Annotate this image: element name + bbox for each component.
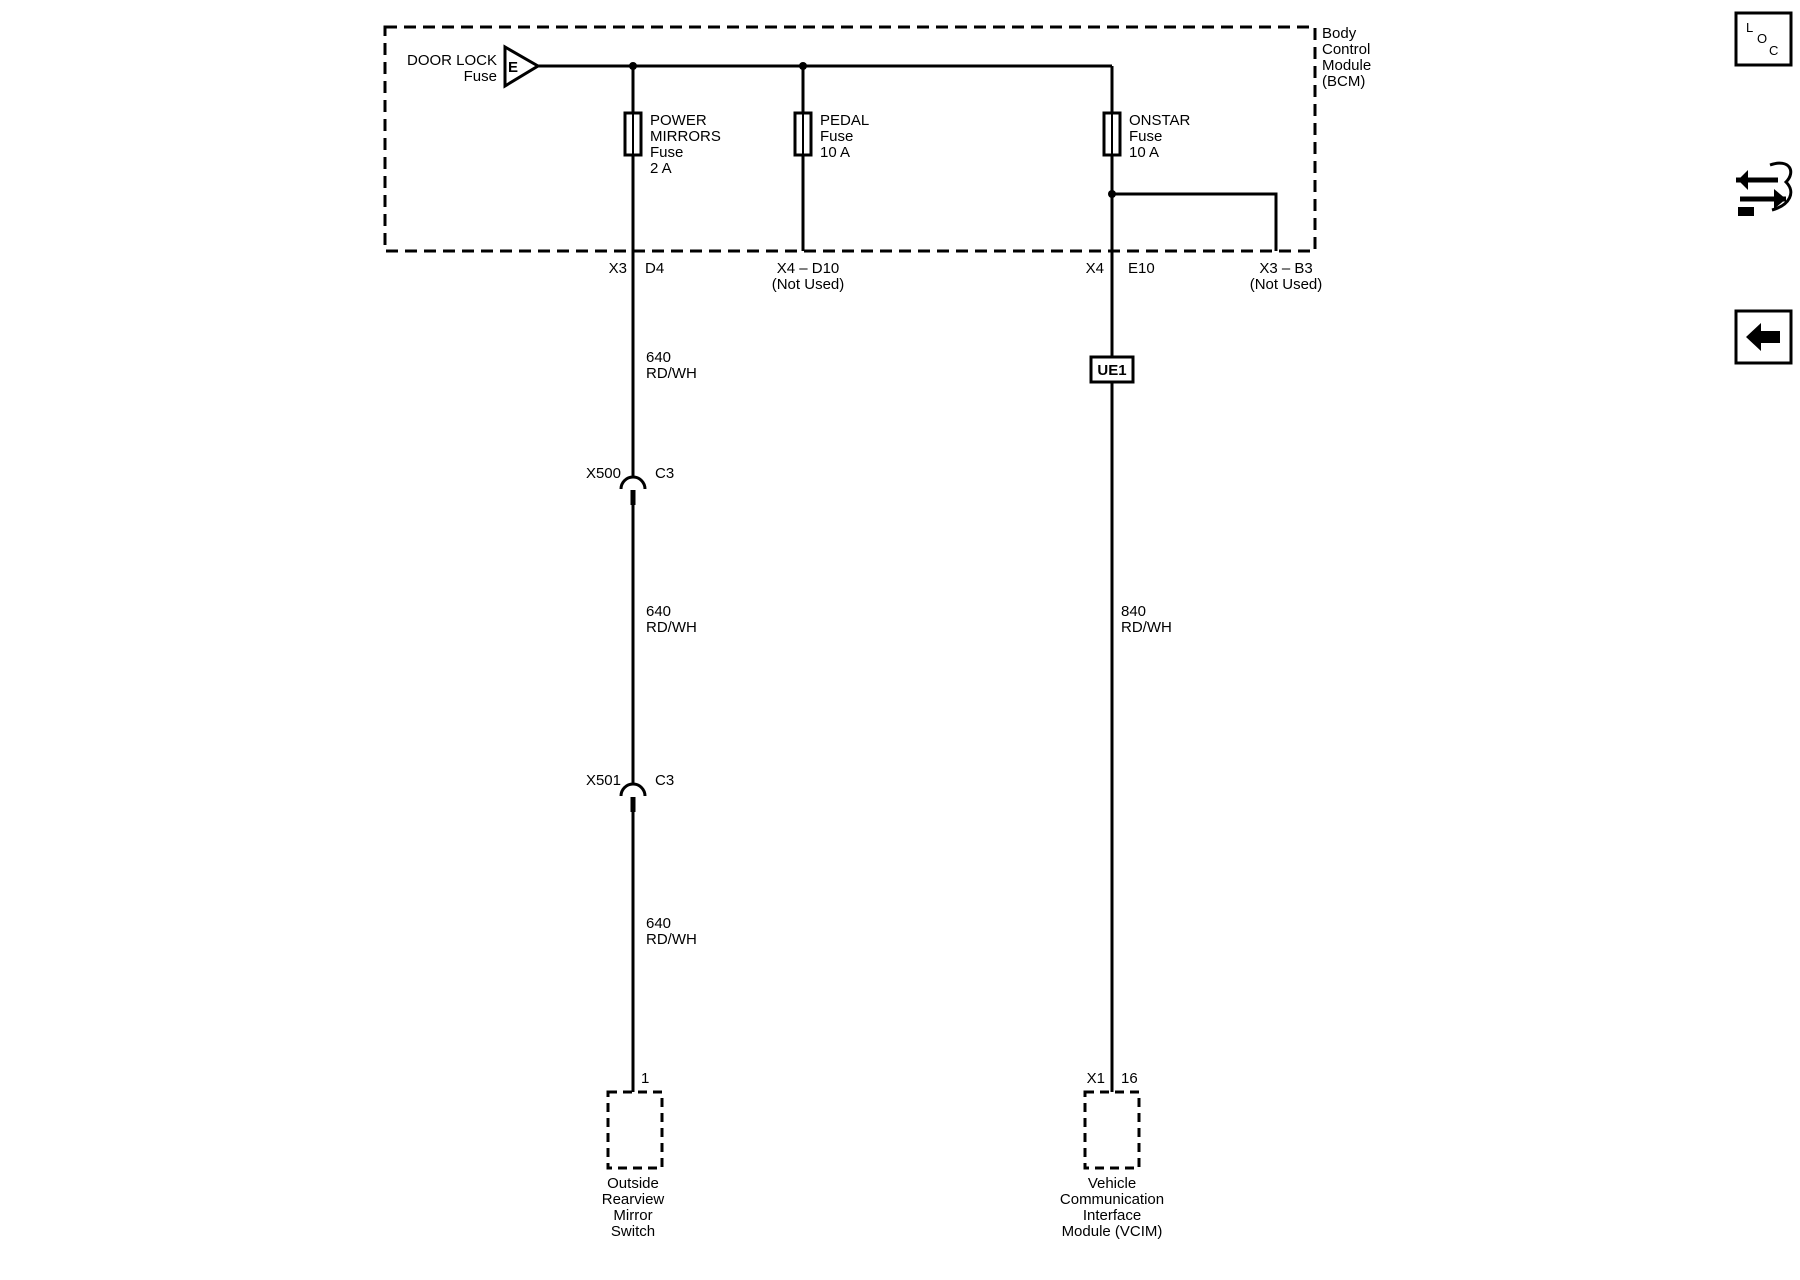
x500-connector-label: X500 [586,465,621,482]
mirror-wire-seg2-color: RD/WH [646,619,697,636]
mirror-wire-seg1-color: RD/WH [646,365,697,382]
bcm-x4-connector-label: X4 [1086,260,1104,277]
onstar-x3-b3-branch-wire [1112,192,1278,251]
bcm-x4-d10-label: X4 – D10 [777,260,840,277]
bcm-label-line-1: Body [1322,25,1357,42]
x501-connector-icon [619,782,647,797]
mirror-switch-pin-label: 1 [641,1070,649,1087]
loc-icon[interactable]: L O C [1734,11,1793,67]
power-mirrors-fuse-label-2: MIRRORS [650,128,721,145]
power-mirrors-fuse-label-4: 2 A [650,160,672,177]
power-mirrors-fuse-label-1: POWER [650,112,707,129]
connector-wrench-icon[interactable] [1730,150,1798,225]
mirror-wire-seg3-color: RD/WH [646,931,697,948]
bcm-d4-pin-label: D4 [645,260,664,277]
x500-connector-icon [619,475,647,490]
bus-e-letter: E [508,59,518,76]
pedal-fuse-label-1: PEDAL [820,112,869,129]
mirror-switch-label-1: Outside [607,1175,659,1192]
back-arrow-icon[interactable] [1734,309,1793,365]
loc-letter-c: C [1769,43,1778,58]
vcim-label-1: Vehicle [1088,1175,1136,1192]
pedal-fuse-label-3: 10 A [820,144,850,161]
bcm-x3-b3-note: (Not Used) [1250,276,1323,293]
mirror-switch-label-2: Rearview [602,1191,665,1208]
mirror-wire-seg3-circuit: 640 [646,915,671,932]
bcm-label-line-2: Control [1322,41,1370,58]
vcim-label-3: Interface [1083,1207,1141,1224]
door-lock-fuse-name: DOOR LOCK [407,52,497,69]
mirror-switch-label-4: Switch [611,1223,655,1240]
onstar-fuse-label-1: ONSTAR [1129,112,1191,129]
x501-connector-label: X501 [586,772,621,789]
onstar-fuse-label-3: 10 A [1129,144,1159,161]
vcim-component-box [1083,1090,1141,1170]
bcm-x3-connector-label: X3 [609,260,627,277]
mirror-switch-label-3: Mirror [613,1207,652,1224]
bcm-label-line-4: (BCM) [1322,73,1365,90]
bcm-module-box [383,25,1317,253]
vcim-pin-label: 16 [1121,1070,1138,1087]
bus-e-triangle-icon [503,44,541,89]
mirror-switch-component-box [606,1090,664,1170]
bcm-x3-b3-label: X3 – B3 [1259,260,1312,277]
bcm-e10-pin-label: E10 [1128,260,1155,277]
ue1-splice-box [1089,355,1135,384]
ue1-splice-label: UE1 [1097,362,1126,379]
onstar-fuse-label-2: Fuse [1129,128,1162,145]
mirror-wire-seg1-circuit: 640 [646,349,671,366]
vcim-label-4: Module (VCIM) [1062,1223,1163,1240]
vcim-wire-circuit: 840 [1121,603,1146,620]
power-mirrors-fuse-label-3: Fuse [650,144,683,161]
x501-pin-label: C3 [655,772,674,789]
loc-letter-o: O [1757,31,1767,46]
bcm-label-line-3: Module [1322,57,1371,74]
vcim-connector-label: X1 [1087,1070,1105,1087]
loc-letter-l: L [1746,20,1753,35]
mirror-wire-seg2-circuit: 640 [646,603,671,620]
vcim-label-2: Communication [1060,1191,1164,1208]
x500-pin-label: C3 [655,465,674,482]
vcim-wire-color: RD/WH [1121,619,1172,636]
door-lock-fuse-type: Fuse [464,68,497,85]
bcm-x4-d10-note: (Not Used) [772,276,845,293]
pedal-fuse-label-2: Fuse [820,128,853,145]
